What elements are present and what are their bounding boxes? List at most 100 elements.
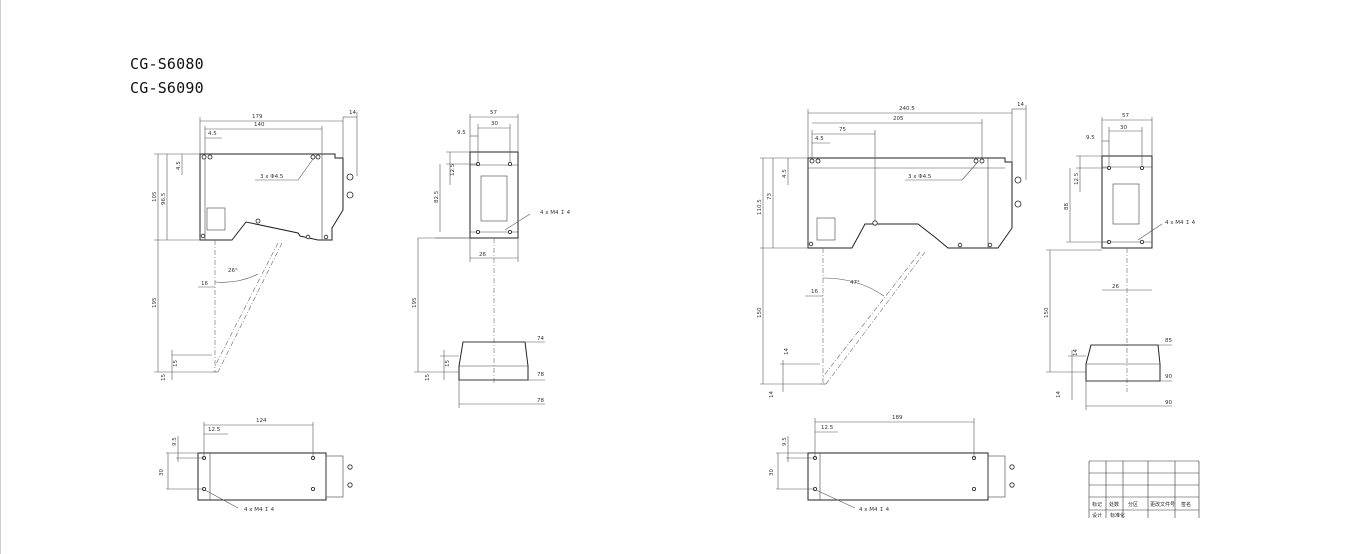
spot-shape bbox=[458, 341, 529, 381]
tb-bottom-1: 标准化 bbox=[1110, 512, 1125, 519]
sheet-border bbox=[0, 0, 1, 554]
dim-body-height: 96.5 bbox=[161, 192, 167, 205]
dim-total-height: 110.5 bbox=[757, 199, 763, 215]
dim-spot-top: 74 bbox=[537, 336, 544, 342]
tb-header-0: 标记 bbox=[1092, 501, 1102, 508]
dim-angle: 26° bbox=[228, 268, 238, 274]
dim-working-distance: 150 bbox=[757, 307, 763, 318]
dim-beam-pos: 75 bbox=[839, 127, 846, 133]
dim-width: 57 bbox=[1122, 113, 1129, 119]
connector-icon bbox=[1009, 482, 1015, 488]
sensor-window bbox=[480, 175, 508, 222]
dim-working-distance: 150 bbox=[1044, 307, 1050, 318]
dim-spot-bottom: 78 bbox=[537, 398, 544, 404]
dim-body-height: 73 bbox=[767, 193, 773, 200]
dim-angle: 47° bbox=[850, 280, 860, 286]
dim-inner: 30 bbox=[491, 121, 498, 127]
dim-total-height: 105 bbox=[152, 191, 158, 202]
dim-spot-top: 85 bbox=[1165, 338, 1172, 344]
sensor-window bbox=[816, 217, 836, 241]
dim-range: 15 bbox=[173, 360, 179, 367]
leader-line bbox=[1137, 223, 1163, 241]
connector-icon bbox=[347, 464, 353, 470]
dim-offset: 12.5 bbox=[821, 425, 834, 431]
mount-hole-icon bbox=[207, 154, 213, 160]
connector-block bbox=[325, 455, 344, 498]
dim-top: 12.5 bbox=[450, 163, 456, 176]
dim-connector: 14 bbox=[349, 110, 356, 116]
right-side-body bbox=[807, 157, 1013, 249]
mount-hole-icon bbox=[255, 218, 261, 224]
mount-hole-icon bbox=[507, 229, 512, 234]
dim-connector: 14 bbox=[1017, 102, 1024, 108]
mount-hole-icon bbox=[323, 234, 329, 240]
mount-hole-icon bbox=[1140, 239, 1145, 244]
connector-icon bbox=[347, 482, 353, 488]
dim-overall-width: 240.5 bbox=[899, 106, 915, 112]
mount-hole-icon bbox=[310, 154, 316, 160]
angle-arc bbox=[822, 277, 885, 297]
dim-beam-width: 26 bbox=[1112, 284, 1119, 290]
tb-bottom-0: 设计 bbox=[1092, 512, 1102, 519]
dim-thread: 4 x M4 ↧ 4 bbox=[859, 507, 890, 513]
dim-height: 82.5 bbox=[434, 190, 440, 203]
left-side-view: 179 140 14 4.5 3 x Φ4.5 26° 16 105 96.5 … bbox=[152, 110, 358, 381]
mount-hole-icon bbox=[972, 486, 977, 491]
dim-height: 30 bbox=[769, 469, 775, 476]
tb-header-1: 处数 bbox=[1109, 501, 1119, 508]
dim-side: 9.5 bbox=[172, 437, 178, 446]
mount-hole-icon bbox=[987, 242, 993, 248]
dim-left: 9.5 bbox=[1086, 135, 1095, 141]
dim-beam-width: 26 bbox=[479, 252, 486, 258]
right-bottom-view: 189 12.5 4 x M4 ↧ 4 9.5 30 bbox=[769, 415, 1015, 513]
dim-inner-width: 205 bbox=[893, 116, 904, 122]
left-bottom-body bbox=[197, 452, 327, 501]
mount-hole-icon bbox=[973, 158, 979, 164]
connector-icon bbox=[346, 173, 354, 181]
dim-width: 57 bbox=[490, 110, 497, 116]
dim-range-bottom: 14 bbox=[1056, 391, 1062, 398]
receive-axis bbox=[217, 242, 283, 373]
dim-working-distance: 195 bbox=[152, 297, 158, 308]
dim-top-offset: 4.5 bbox=[176, 161, 182, 170]
right-bottom-body bbox=[807, 452, 989, 501]
dim-spot-mid: 90 bbox=[1165, 374, 1172, 380]
dim-inner: 30 bbox=[1120, 125, 1127, 131]
spot-shape bbox=[1085, 344, 1161, 382]
tb-header-4: 签名 bbox=[1181, 501, 1191, 508]
leader-line bbox=[961, 162, 978, 181]
receive-axis bbox=[821, 251, 921, 379]
dim-top: 12.5 bbox=[1074, 172, 1080, 185]
mount-hole-icon bbox=[315, 154, 321, 160]
right-front-view: 57 30 9.5 4 x M4 ↧ 4 26 85 90 90 12.5 88… bbox=[1044, 113, 1196, 410]
leader-line bbox=[297, 158, 314, 181]
dim-length: 124 bbox=[256, 418, 267, 424]
tb-header-3: 更改文件号 bbox=[1150, 501, 1175, 508]
dim-inner-width: 140 bbox=[254, 122, 265, 128]
mount-hole-icon bbox=[872, 220, 878, 226]
left-side-body bbox=[199, 153, 344, 241]
dim-left-offset: 4.5 bbox=[208, 131, 217, 137]
connector-icon bbox=[1014, 200, 1022, 208]
left-front-view: 57 30 9.5 4 x M4 ↧ 4 26 74 78 78 12.5 82… bbox=[412, 110, 571, 408]
dim-thread: 4 x M4 ↧ 4 bbox=[1165, 220, 1196, 226]
sensor-window bbox=[1112, 183, 1140, 225]
connector-block bbox=[987, 455, 1006, 498]
mount-hole-icon bbox=[809, 158, 815, 164]
left-bottom-view: 124 12.5 4 x M4 ↧ 4 9.5 30 bbox=[159, 418, 353, 513]
mount-hole-icon bbox=[979, 158, 985, 164]
dim-range-bottom: 14 bbox=[769, 391, 775, 398]
dim-side: 9.5 bbox=[782, 437, 788, 446]
angle-arc bbox=[214, 273, 259, 283]
model-label-1: CG-S6080 bbox=[130, 55, 204, 73]
mount-hole-icon bbox=[201, 154, 207, 160]
mount-hole-icon bbox=[310, 486, 315, 491]
dim-range-bottom: 15 bbox=[425, 374, 431, 381]
dim-thread: 4 x M4 ↧ 4 bbox=[244, 507, 275, 513]
dim-thread: 4 x M4 ↧ 4 bbox=[540, 210, 571, 216]
mount-hole-icon bbox=[200, 233, 206, 239]
connector-icon bbox=[1014, 176, 1022, 184]
mount-hole-icon bbox=[305, 234, 311, 240]
